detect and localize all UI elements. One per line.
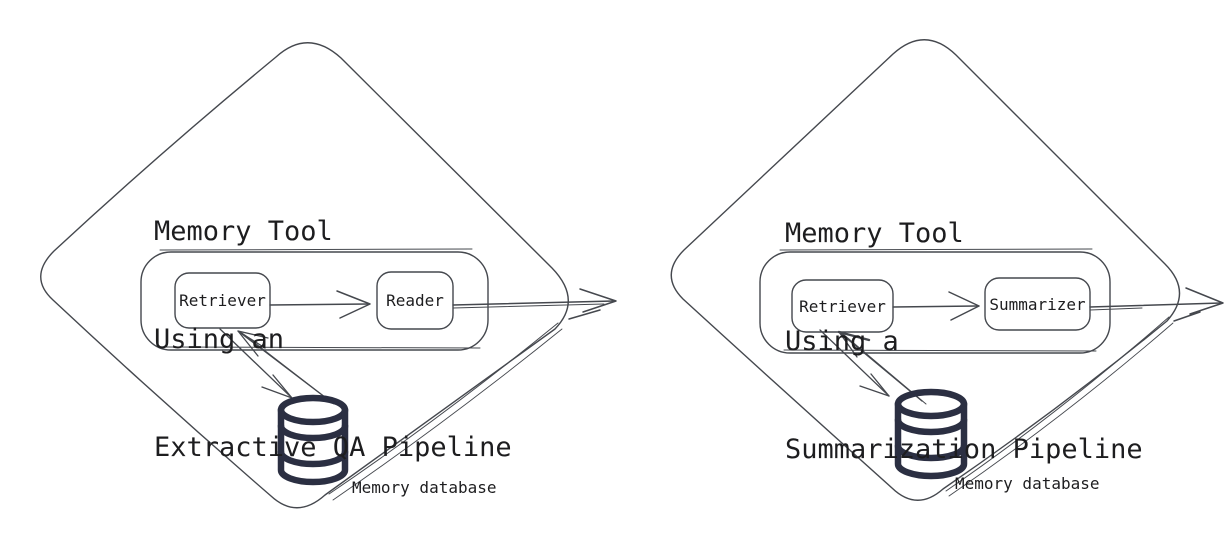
pipeline-container-summarization — [759, 248, 1111, 354]
database-icon-left — [277, 394, 349, 486]
pipeline-container-extractive-qa — [140, 248, 489, 351]
arrow-retriever-to-database-left — [219, 328, 293, 399]
diamond-extractive-qa — [40, 42, 569, 509]
arrow-retriever-to-reader — [269, 290, 371, 319]
arrow-summarizer-to-output — [1089, 287, 1224, 322]
arrow-retriever-to-database-right — [819, 329, 890, 397]
node-box-summarizer — [984, 277, 1091, 331]
diamond-summarization — [670, 39, 1181, 501]
arrow-retriever-to-summarizer — [892, 291, 980, 321]
database-icon-right — [894, 388, 968, 480]
arrow-reader-to-output — [452, 288, 617, 320]
node-box-retriever-left — [174, 272, 271, 329]
arrow-database-to-retriever-left — [237, 330, 335, 405]
node-box-retriever-right — [791, 279, 894, 333]
node-box-reader — [376, 271, 454, 330]
